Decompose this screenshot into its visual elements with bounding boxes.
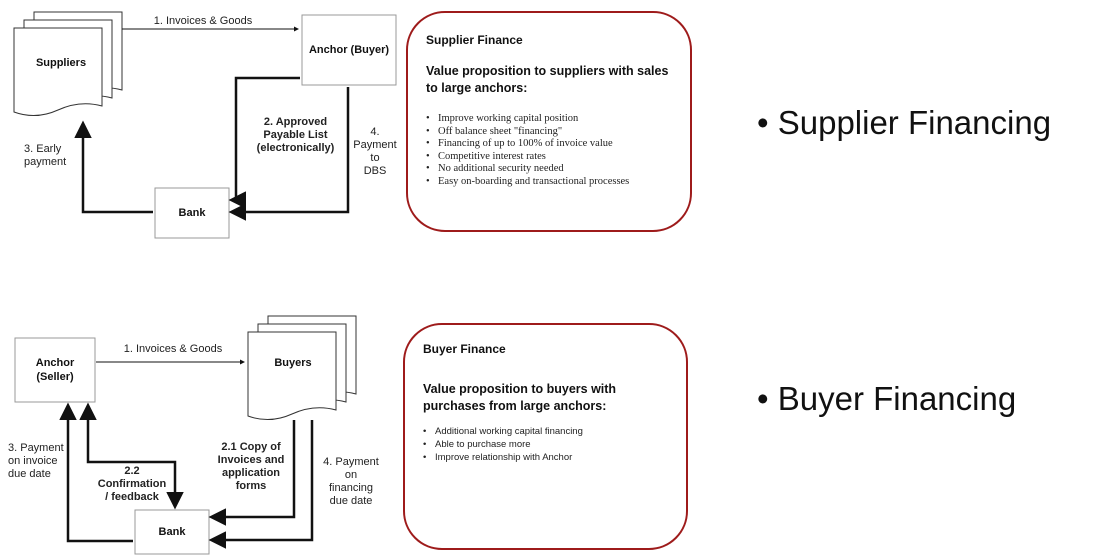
supplier-card-title: Supplier Finance (426, 33, 523, 47)
supplier-card: Supplier Finance Value proposition to su… (426, 33, 681, 188)
flow-4-label-bottom: 4. Payment on financing due date (316, 456, 386, 508)
arrow-approved-payable (228, 76, 300, 209)
anchor-seller-box (14, 337, 96, 403)
bank-label-bottom: Bank (158, 526, 186, 538)
flow-2-line-3: (electronically) (256, 142, 335, 154)
anchor-seller-line-2: (Seller) (36, 371, 74, 383)
flow-21-line-1: 2.1 Copy of (221, 441, 281, 453)
flow-1-label-bottom: 1. Invoices & Goods (123, 343, 223, 355)
flow-3b-line-1: 3. Payment (8, 442, 64, 454)
supplier-card-subtitle-line-1: Value proposition to suppliers with sale… (426, 64, 669, 78)
flow-3b-line-2: on invoice (8, 455, 58, 467)
anchor-buyer-label: Anchor (Buyer) (308, 44, 390, 56)
arrow-confirmation-feedback (79, 402, 184, 510)
supplier-card-item: Financing of up to 100% of invoice value (426, 138, 681, 151)
flow-4b-line-2: on (344, 469, 358, 481)
arrow-payment-financing-due (208, 420, 314, 549)
buyer-card-item: Additional working capital financing (423, 425, 678, 438)
flow-21-line-2: Invoices and (217, 454, 285, 466)
flow-22-line-3: / feedback (105, 491, 159, 503)
supplier-financing-bullet: • Supplier Financing (757, 104, 1052, 141)
supplier-card-item: No additional security needed (426, 163, 681, 176)
buyer-card-subtitle-line-2: purchases from large anchors: (423, 399, 607, 413)
buyer-financing-bullet: • Buyer Financing (757, 380, 1017, 417)
supplier-card-subtitle: Value proposition to suppliers with sale… (426, 63, 681, 97)
arrow-payment-to-dbs (228, 87, 350, 221)
flow-3-label-top: 3. Early payment (24, 143, 84, 169)
flow-3b-line-3: due date (8, 468, 51, 480)
supplier-card-item: Improve working capital position (426, 113, 681, 126)
flow-4-line-2: Payment (353, 139, 397, 151)
flow-4-line-1: 4. (370, 126, 380, 138)
flow-4b-line-1: 4. Payment (323, 456, 379, 468)
bank-box-top (154, 187, 230, 239)
flow-2-label: 2. Approved Payable List (electronically… (243, 116, 348, 155)
flow-22-label: 2.2 Confirmation / feedback (92, 465, 172, 504)
buyer-card-subtitle-line-1: Value proposition to buyers with (423, 382, 617, 396)
buyer-card: Buyer Finance Value proposition to buyer… (423, 342, 678, 464)
bank-label-top: Bank (178, 207, 206, 219)
flow-22-line-2: Confirmation (97, 478, 167, 490)
anchor-seller-label: Anchor (Seller) (15, 356, 95, 384)
flow-4-label-top: 4. Payment to DBS (352, 126, 398, 178)
supplier-card-subtitle-line-2: to large anchors: (426, 81, 528, 95)
flow-4-line-4: DBS (363, 165, 387, 177)
flow-4-line-3: to (370, 152, 380, 164)
arrow-early-payment (74, 120, 153, 214)
flow-2-line-1: 2. Approved (263, 116, 328, 128)
flow-22-line-1: 2.2 (124, 465, 140, 477)
supplier-card-item: Easy on-boarding and transactional proce… (426, 176, 681, 189)
flow-21-label: 2.1 Copy of Invoices and application for… (212, 441, 290, 493)
anchor-seller-line-1: Anchor (35, 357, 75, 369)
buyers-document-stack (247, 315, 357, 420)
arrow-copy-invoices (208, 420, 296, 526)
suppliers-document-stack (13, 11, 123, 116)
arrow-payment-invoice-due (59, 402, 133, 543)
buyers-label: Buyers (274, 357, 312, 369)
flow-1-label-top: 1. Invoices & Goods (153, 15, 253, 27)
anchor-buyer-box (301, 14, 397, 86)
flow-4b-line-3: financing (328, 482, 374, 494)
buyer-card-item: Able to purchase more (423, 438, 678, 451)
flow-3-label-bottom: 3. Payment on invoice due date (8, 442, 68, 481)
suppliers-label: Suppliers (35, 57, 87, 69)
supplier-card-item: Off balance sheet "financing" (426, 126, 681, 139)
buyer-card-subtitle: Value proposition to buyers with purchas… (423, 381, 678, 415)
buyer-card-item: Improve relationship with Anchor (423, 451, 678, 464)
buyer-card-list: Additional working capital financing Abl… (423, 425, 678, 464)
flow-21-line-3: application (221, 467, 281, 479)
flow-3-line-2: payment (24, 156, 67, 168)
flow-2-line-2: Payable List (263, 129, 328, 141)
supplier-card-list: Improve working capital position Off bal… (426, 113, 681, 188)
buyer-card-title: Buyer Finance (423, 342, 506, 356)
flow-4b-line-4: due date (329, 495, 373, 507)
flow-3-line-1: 3. Early (24, 143, 62, 155)
supplier-card-item: Competitive interest rates (426, 151, 681, 164)
flow-21-line-4: forms (235, 480, 267, 492)
